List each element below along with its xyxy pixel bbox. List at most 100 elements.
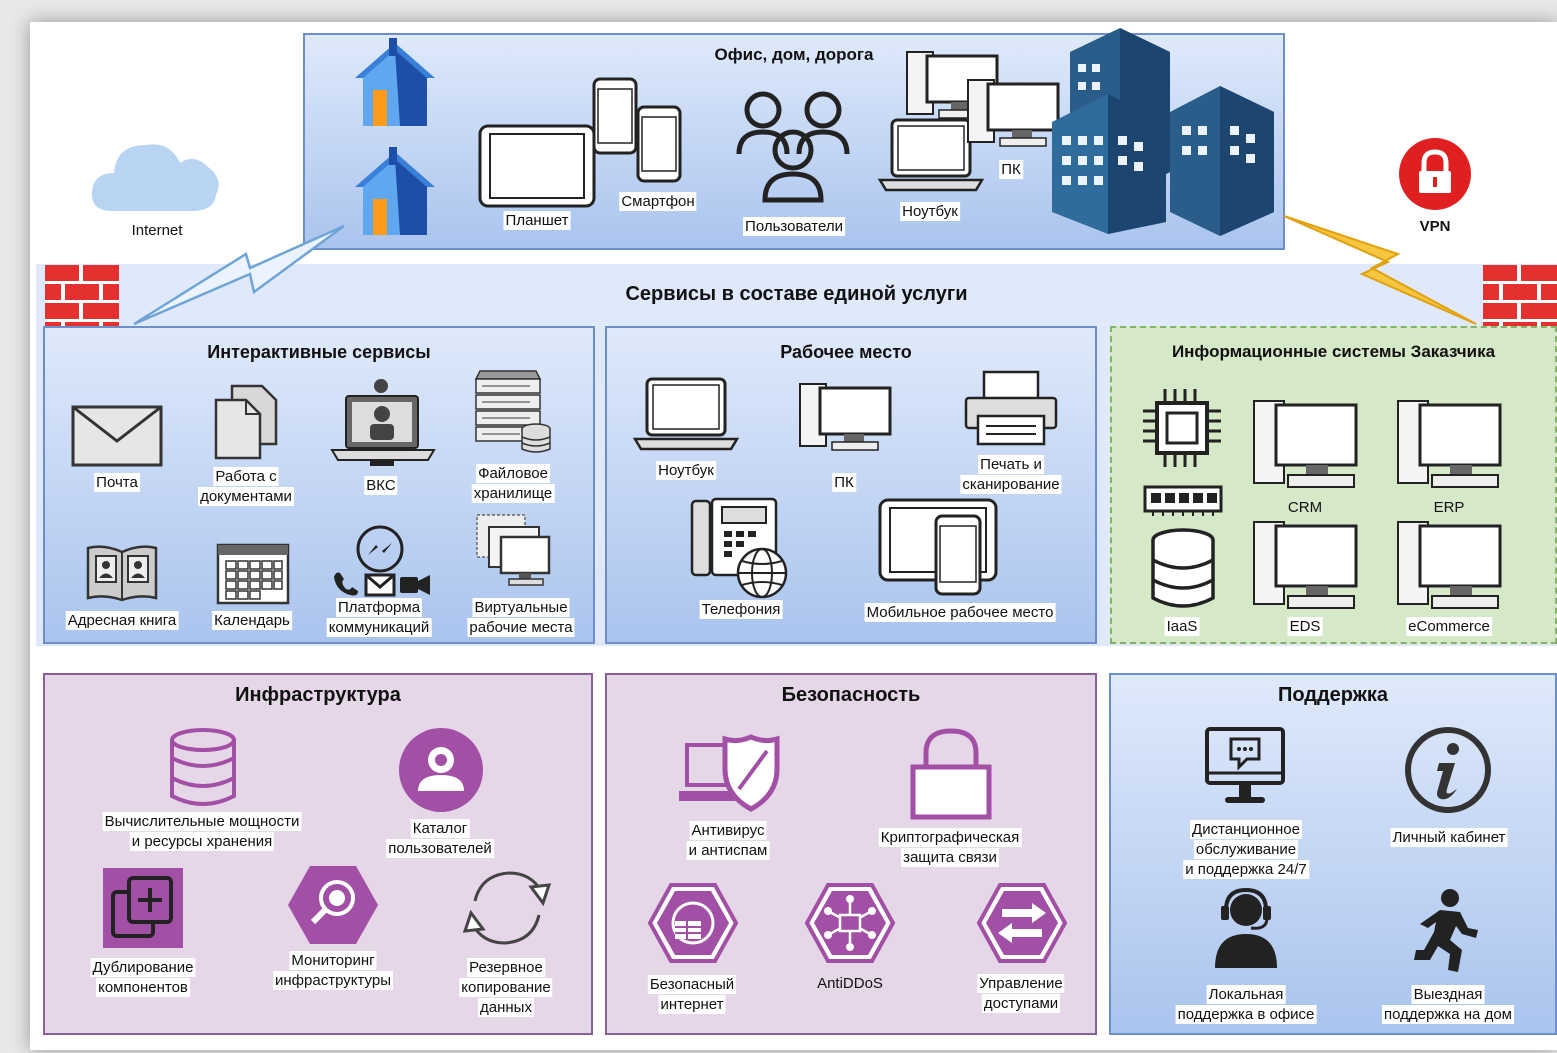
office-smartphone-label: Смартфон [619,192,697,211]
compute-label-line2: и ресурсы хранения [129,832,275,851]
eds-server-icon [1253,521,1358,609]
customer-title: Информационные системы Заказчика [1171,342,1496,361]
security-title: Безопасность [781,684,921,706]
vks-label: ВКС [364,476,398,495]
local-support-label-line2: поддержка в офисе [1175,1005,1317,1024]
mobile-workplace-label: Мобильное рабочее место [864,603,1056,622]
mail-icon [71,405,163,467]
printer-icon [964,370,1058,446]
storage-label-line2: хранилище [471,484,555,503]
onsite-support-label-line2: поддержка на дом [1382,1005,1514,1024]
compute-storage-icon [170,728,236,806]
secure-internet-label-line1: Безопасный [647,975,737,994]
duplication-icon [103,868,183,948]
vpn-lock-icon [1399,138,1471,210]
house-icon [355,147,435,235]
user-catalog-icon [399,728,483,812]
platform-label-line2: коммуникаций [326,618,432,637]
crm-label: CRM [1287,499,1323,516]
platform-label-line1: Платформа [335,598,423,617]
access-label-line1: Управление [977,974,1065,993]
compute-label-line1: Вычислительные мощности [102,812,302,831]
workplace-laptop-label: Ноутбук [656,461,716,480]
mobile-workplace-icon [878,498,998,596]
cpu-icon [1143,389,1221,467]
crypto-label-line1: Криптографическая [878,828,1022,847]
office-users-label: Пользователи [743,217,845,236]
backup-label-line1: Резервное [467,958,545,977]
access-label-line2: доступами [981,994,1061,1013]
infrastructure-title: Инфраструктура [235,684,401,706]
file-storage-icon [474,370,551,453]
duplication-label-line1: Дублирование [90,958,196,977]
office-laptop-label: Ноутбук [900,202,960,221]
onsite-support-icon [1414,889,1478,972]
smartphone-icon [636,105,682,183]
erp-server-icon [1397,400,1502,488]
connection-bolt-icon [133,224,345,326]
access-management-icon [976,883,1068,963]
address-book-icon [86,545,158,602]
office-pc-label: ПК [999,160,1023,179]
documents-icon [214,384,278,460]
catalog-label-line1: Каталог [410,819,470,838]
backup-label-line3: данных [478,998,534,1017]
support-title: Поддержка [1277,684,1389,706]
support-panel [1109,673,1557,1035]
secure-internet-icon [647,883,739,963]
personal-cabinet-label: Личный кабинет [1390,828,1508,847]
remote-support-label-line3: и поддержка 24/7 [1183,860,1309,879]
info-icon [1405,727,1491,813]
storage-label-line1: Файловое [476,464,550,483]
database-icon [1151,528,1215,608]
antivirus-label-line1: Антивирус [689,821,767,840]
catalog-label-line2: пользователей [386,839,494,858]
secure-internet-label-line2: интернет [658,995,726,1014]
vpn-label: VPN [1419,218,1451,235]
memory-module-icon [1143,485,1223,516]
monitoring-icon [288,866,378,944]
iaas-label: IaaS [1164,617,1200,636]
pc-icon [799,383,892,451]
ecommerce-server-icon [1397,521,1502,609]
workplace-pc-label: ПК [832,473,856,492]
print-label-line2: сканирование [960,475,1062,494]
office-tablet-label: Планшет [503,211,571,230]
local-support-label-line1: Локальная [1206,985,1286,1004]
address-book-label: Адресная книга [65,611,179,630]
telephone-icon [690,497,788,599]
communication-platform-icon [334,525,430,597]
monitoring-label-line2: инфраструктуры [273,971,393,990]
erp-label: ERP [1433,499,1465,516]
smartphone-icon [592,77,638,155]
video-conference-icon [330,379,436,466]
users-icon [736,91,850,203]
local-support-icon [1215,887,1277,968]
docs-label-line2: документами [198,487,294,506]
antivirus-label-line2: и антиспам [686,841,770,860]
pc-icon [967,79,1060,147]
mail-label: Почта [94,473,140,492]
remote-support-label-line2: обслуживание [1193,840,1299,859]
backup-label-line2: копирование [459,978,553,997]
crypto-lock-icon [910,728,992,820]
ecommerce-label: eCommerce [1406,617,1492,636]
crm-server-icon [1253,400,1358,488]
virtual-desktops-icon [476,514,551,586]
onsite-support-label-line1: Выездная [1411,985,1485,1004]
duplication-label-line2: компонентов [96,978,190,997]
cloud-icon [91,144,219,211]
remote-support-label-line1: Дистанционное [1190,820,1302,839]
backup-icon [462,871,552,945]
connection-bolt-icon [1283,215,1477,325]
laptop-icon [877,118,985,192]
docs-label-line1: Работа с [213,467,279,486]
virtual-label-line1: Виртуальные [472,598,570,617]
house-icon [355,38,435,126]
laptop-icon [632,377,740,451]
remote-support-icon [1205,727,1285,803]
office-building-icon [1052,28,1274,236]
tablet-icon [478,124,596,208]
office-title: Офис, дом, дорога [714,45,874,64]
services-title: Сервисы в составе единой услуги [625,283,968,305]
